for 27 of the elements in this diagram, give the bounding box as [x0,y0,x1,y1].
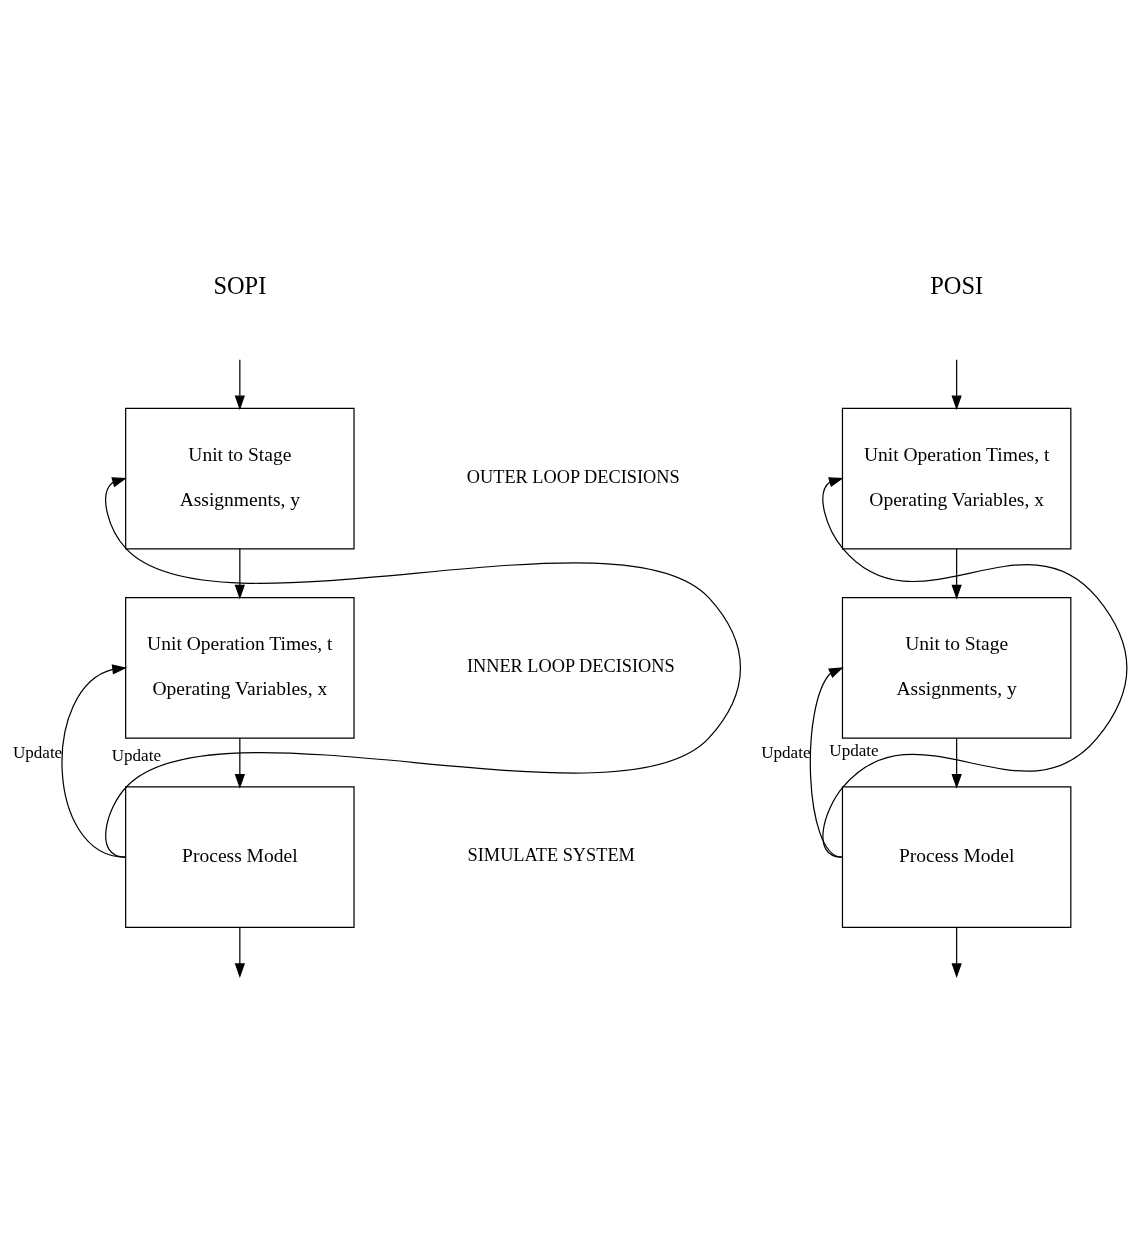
node-box: Process Model [841,786,1072,928]
edge-label: Update [12,742,63,762]
label: POSI [930,271,984,299]
arrow [234,927,245,979]
arrow [822,477,1128,858]
arrow [951,548,962,600]
arrow [951,927,962,979]
label: SIMULATE SYSTEM [467,845,635,866]
node-box: Unit Operation Times, t Operating Variables, x [841,407,1072,550]
node-box: Unit to Stage Assignments, y [841,597,1072,739]
edge-label: Update [829,740,879,760]
node-box: Unit Operation Times, t Operating Variables, x [125,597,355,739]
label: SOPI [213,271,267,299]
arrow [951,359,962,411]
node-box: Unit to Stage Assignments, y [125,407,355,550]
edge-label: Update [111,745,161,765]
arrow [105,477,742,858]
arrow [809,667,844,858]
edge-label: Update [761,742,811,762]
label: INNER LOOP DECISIONS [466,656,675,677]
arrow [61,664,127,858]
arrow [234,737,245,789]
arrow [234,359,245,411]
node-box: Process Model [125,786,355,928]
arrow [234,548,245,600]
label: OUTER LOOP DECISIONS [466,466,680,487]
arrow [951,737,962,789]
